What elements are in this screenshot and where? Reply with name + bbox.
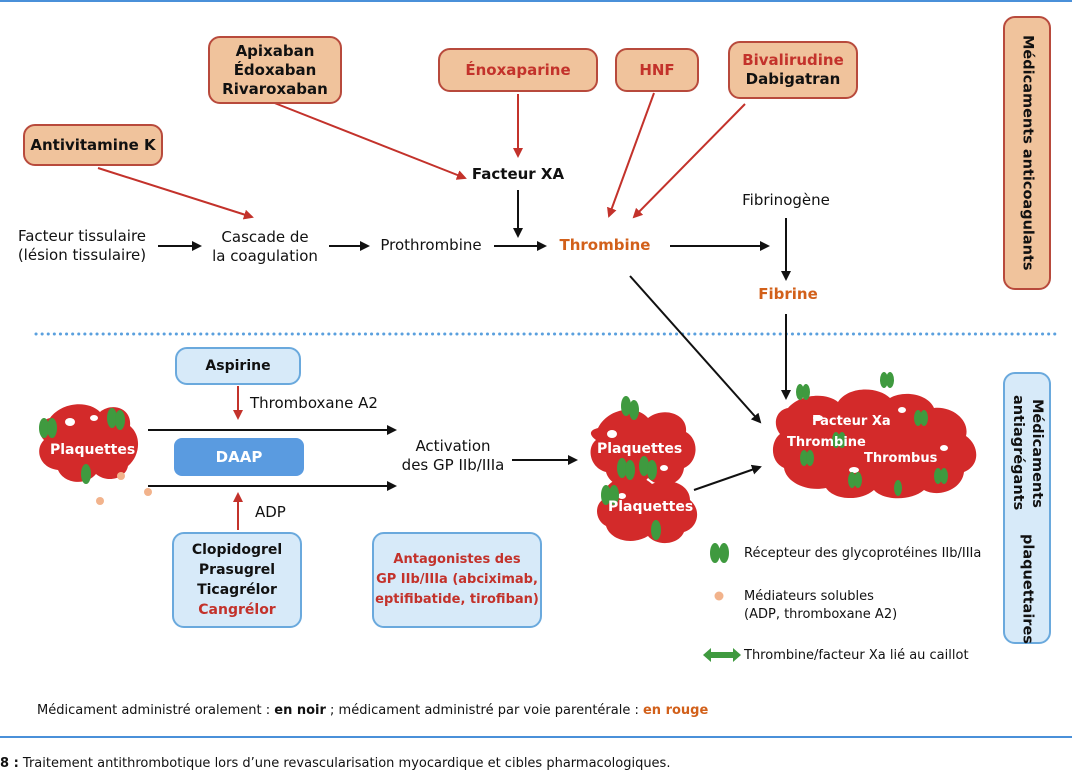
- drug-enoxaparine: Énoxaparine: [465, 60, 571, 79]
- anticoagulant-side-label: Médicaments anticoagulants: [1019, 35, 1036, 271]
- cascade-line2: la coagulation: [212, 247, 318, 265]
- soluble-mediators: [96, 472, 152, 505]
- arrow-xa-inhib-to-facteur-xa: [271, 101, 467, 180]
- hnf-box: HNF: [615, 48, 699, 92]
- drug-clopidogrel: Clopidogrel: [191, 542, 283, 558]
- activation-node: Activation des GP IIb/IIIa: [390, 437, 516, 475]
- legend-mediator-icon: [714, 591, 724, 601]
- facteur-xa-node: Facteur XA: [471, 165, 565, 183]
- cascade-node: Cascade de la coagulation: [204, 228, 326, 266]
- activated-platelet-receptors: [601, 396, 661, 540]
- platelet-label-resting: Plaquettes: [50, 442, 136, 458]
- daap-label: DAAP: [215, 448, 263, 466]
- footnote: Médicament administré oralement : en noi…: [37, 702, 708, 720]
- facteur-tissulaire-line2: (lésion tissulaire): [17, 246, 147, 264]
- activation-line2: des GP IIb/IIIa: [401, 456, 505, 474]
- drug-ticagrelor: Ticagrélor: [197, 582, 277, 598]
- activation-line1: Activation: [415, 437, 491, 455]
- facteur-tissulaire-node: Facteur tissulaire (lésion tissulaire): [8, 227, 156, 265]
- thrombine-node: Thrombine: [559, 236, 651, 254]
- antiplatelet-side-box: [1003, 372, 1051, 644]
- fibrine-node: Fibrine: [758, 285, 818, 303]
- drug-edoxaban: Édoxaban: [233, 60, 317, 79]
- activated-platelet-upper: [590, 409, 696, 488]
- caption-number: 8 :: [0, 756, 19, 771]
- legend-bound-label: Thrombine/facteur Xa lié au caillot: [744, 648, 969, 663]
- antiplatelet-side-line1: Médicaments antiagrégants: [1010, 395, 1045, 511]
- aspirine-box: Aspirine: [175, 347, 301, 385]
- xa-inhibitors-box: Apixaban Édoxaban Rivaroxaban: [208, 36, 342, 104]
- resting-platelet-receptors: [39, 408, 125, 484]
- footnote-middle: ; médicament administré par voie parenté…: [325, 703, 643, 718]
- thromboxane-label: Thromboxane A2: [250, 394, 378, 412]
- prothrombine-node: Prothrombine: [380, 236, 482, 254]
- adp-label: ADP: [255, 503, 286, 521]
- thrombus-label-thrombus: Thrombus: [864, 451, 938, 466]
- enoxaparine-box: Énoxaparine: [438, 48, 598, 92]
- daap-box: DAAP: [174, 438, 304, 476]
- cascade-line1: Cascade de: [221, 228, 309, 246]
- gp-antagonists-line1: Antagonistes des: [393, 552, 521, 567]
- facteur-tissulaire-line1: Facteur tissulaire: [17, 227, 147, 245]
- drug-antivitamine-k: Antivitamine K: [30, 135, 156, 154]
- dti-box: Bivalirudine Dabigatran: [728, 41, 858, 99]
- platelet-label-lower: Plaquettes: [608, 499, 694, 515]
- figure-caption: 8 : Traitement antithrombotique lors d’u…: [0, 755, 670, 773]
- gp-antagonists-box: Antagonistes des GP IIb/IIIa (abciximab,…: [372, 532, 542, 628]
- legend-mediator-label: Médiateurs solubles (ADP, thromboxane A2…: [744, 588, 897, 624]
- drug-prasugrel: Prasugrel: [198, 562, 276, 578]
- antiplatelet-side-label: Médicaments antiagrégants plaquettaires: [1003, 372, 1051, 644]
- legend-bound-icon: [703, 648, 741, 662]
- drug-bivalirudine: Bivalirudine: [742, 51, 844, 69]
- arrow-dti-to-thrombine: [632, 103, 746, 219]
- antiplatelet-side-line2: plaquettaires: [1019, 534, 1036, 644]
- legend-receptor-label: Récepteur des glycoprotéines IIb/IIIa: [744, 546, 982, 561]
- arrow-platelets-to-thrombus: [693, 464, 762, 491]
- p2y12-box: Clopidogrel Prasugrel Ticagrélor Cangrél…: [172, 532, 302, 628]
- arrow-thrombine-to-thrombus: [629, 275, 762, 424]
- caption-text: Traitement antithrombotique lors d’une r…: [22, 756, 671, 771]
- fibrinogene-node: Fibrinogène: [742, 191, 830, 209]
- platelet-label-upper: Plaquettes: [597, 441, 683, 457]
- legend-mediator-line2: (ADP, thromboxane A2): [744, 607, 898, 622]
- legend-mediator-line1: Médiateurs solubles: [744, 589, 874, 604]
- arrow-hnf-to-thrombine: [607, 92, 655, 218]
- drug-apixaban: Apixaban: [235, 41, 315, 60]
- thrombus-label-facteur-xa: Facteur Xa: [812, 414, 891, 429]
- thrombus-label-thrombine: Thrombine: [787, 435, 866, 450]
- footnote-prefix: Médicament administré oralement :: [37, 703, 275, 718]
- drug-hnf: HNF: [639, 60, 675, 79]
- arrow-avk-to-cascade: [97, 167, 254, 220]
- footnote-parenteral: en rouge: [642, 703, 709, 718]
- drug-cangrelor: Cangrélor: [198, 602, 276, 618]
- anticoagulant-side-box: [1003, 16, 1051, 290]
- legend-receptor-icon: [710, 543, 729, 563]
- drug-dabigatran: Dabigatran: [745, 70, 841, 88]
- gp-antagonists-line3: eptifibatide, tirofiban): [375, 592, 539, 607]
- drug-aspirine: Aspirine: [205, 358, 271, 374]
- thrombus-receptors: [796, 372, 948, 496]
- footnote-oral: en noir: [274, 703, 326, 718]
- drug-rivaroxaban: Rivaroxaban: [222, 79, 328, 98]
- avk-box: Antivitamine K: [23, 124, 163, 166]
- gp-antagonists-line2: GP IIb/IIIa (abciximab,: [376, 572, 538, 587]
- activated-platelet-lower: [597, 476, 698, 544]
